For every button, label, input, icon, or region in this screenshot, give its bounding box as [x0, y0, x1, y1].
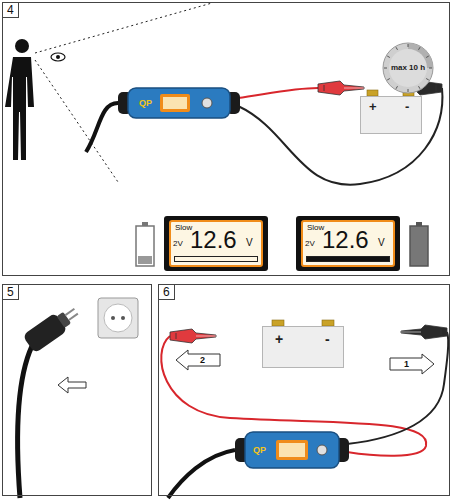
black-wire	[238, 88, 442, 185]
timer-dial: max 10 h	[382, 42, 434, 94]
terminal-sign: -	[325, 332, 330, 346]
eye-symbol	[51, 53, 65, 61]
battery: +-	[360, 96, 422, 134]
charger	[235, 432, 349, 468]
terminal-sign: +	[369, 100, 377, 113]
wall-socket	[98, 298, 138, 338]
mains-cable	[86, 103, 118, 152]
step-number: 6	[159, 285, 175, 300]
voltage-reading: 12.6	[322, 228, 369, 252]
charge-bar	[306, 256, 390, 262]
step-panel: 2+-16	[158, 284, 450, 496]
black-clamp	[401, 325, 447, 339]
mains-cable	[168, 450, 235, 498]
lcd-display: Slow 2V 12.6 V	[296, 216, 400, 271]
unit: V	[246, 238, 253, 248]
battery-level-icon	[136, 222, 154, 266]
arrow-outline	[390, 354, 434, 374]
person-figure	[5, 39, 34, 160]
terminal-sign: -	[405, 100, 409, 113]
unit: V	[378, 238, 385, 248]
step-order-number: 2	[200, 356, 205, 365]
arrow-outline	[176, 350, 220, 370]
mains-cable	[18, 346, 32, 498]
direction-arrow: 2	[176, 350, 220, 370]
mode-label: Slow	[175, 224, 192, 232]
brand-logo: QP	[139, 99, 152, 108]
lcd-display: Slow 2V 12.6 V	[164, 216, 268, 271]
charge-bar	[174, 256, 258, 262]
black-wire	[347, 332, 448, 444]
brand-logo: QP	[253, 446, 266, 455]
step-order-number: 1	[404, 360, 409, 369]
terminal-sign: +	[275, 332, 283, 346]
mains-plug	[22, 302, 82, 353]
red-clamp	[318, 81, 364, 95]
charger	[118, 88, 240, 118]
red-clamp	[170, 329, 216, 343]
step-number: 4	[3, 3, 19, 18]
step-panel: max 10 h+-Slow2V12.6VSlow2V12.6V4	[2, 2, 450, 276]
mode-label: Slow	[307, 224, 324, 232]
unplug-arrow	[58, 377, 86, 393]
red-wire	[238, 88, 318, 98]
time-limit: max 10 h	[391, 64, 425, 72]
voltage-range: 2V	[173, 240, 183, 248]
battery: +-	[262, 326, 344, 368]
direction-arrow: 1	[390, 354, 434, 374]
voltage-range: 2V	[305, 240, 315, 248]
voltage-reading: 12.6	[190, 228, 237, 252]
step-panel: 5	[2, 284, 152, 496]
step-number: 5	[3, 285, 19, 300]
battery-level-icon	[410, 222, 428, 266]
